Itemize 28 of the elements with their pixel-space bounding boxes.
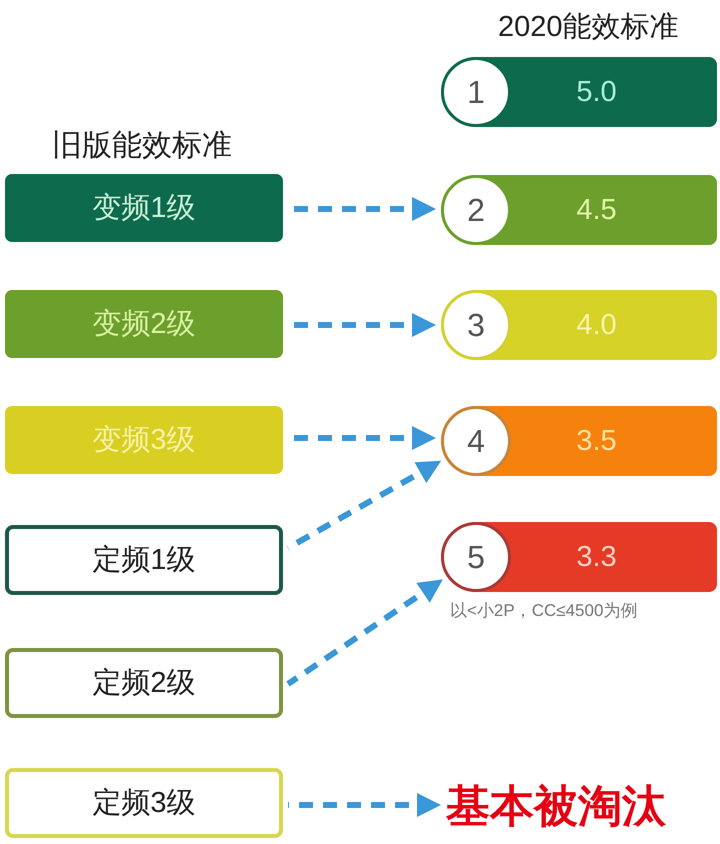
rating-value: 3.5 (576, 424, 617, 458)
number-circle: 1 (441, 57, 511, 127)
rating-bar (441, 57, 717, 127)
rating-box: 定频3级 (5, 768, 283, 838)
rating-bar (441, 406, 717, 476)
rating-box: 定频2级 (5, 648, 283, 718)
number-circle: 4 (441, 406, 511, 476)
rating-box: 变频2级 (5, 290, 283, 358)
rating-box: 变频3级 (5, 406, 283, 474)
dashed-arrow (288, 793, 441, 817)
dashed-arrow (286, 576, 445, 686)
rating-box: 定频1级 (5, 525, 283, 595)
dashed-arrow (286, 458, 443, 551)
rating-value: 4.0 (576, 308, 617, 342)
rating-bar (441, 175, 717, 245)
column-heading: 2020能效标准 (498, 10, 679, 45)
number-circle: 2 (441, 175, 511, 245)
rating-bar (441, 522, 717, 592)
rating-value: 5.0 (576, 76, 617, 108)
rating-bar (441, 290, 717, 360)
verdict-text: 基本被淘汰 (446, 776, 666, 836)
number-circle: 3 (441, 290, 511, 360)
rating-value: 3.3 (576, 540, 617, 574)
number-circle: 5 (441, 522, 511, 592)
column-heading: 旧版能效标准 (52, 128, 232, 164)
rating-box: 变频1级 (5, 174, 283, 242)
rating-value: 4.5 (576, 194, 617, 226)
footnote: 以<小2P，CC≤4500为例 (450, 601, 638, 622)
